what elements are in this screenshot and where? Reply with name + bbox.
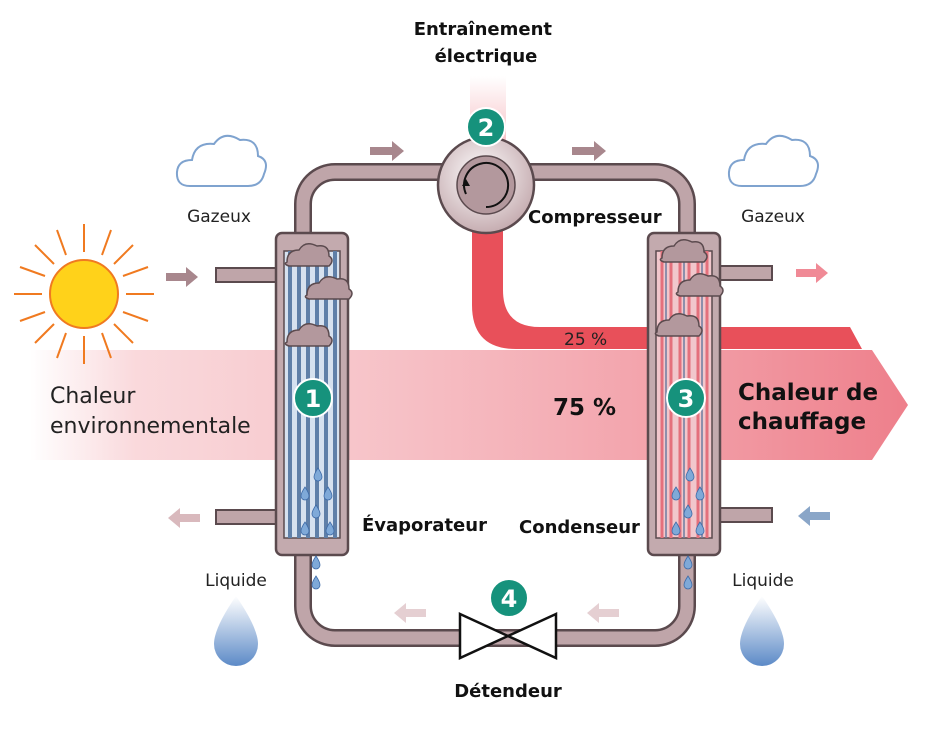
condensate-droplets xyxy=(300,467,705,590)
heating-heat-label: Chaleur de chauffage xyxy=(738,380,886,435)
evaporator-label: Évaporateur xyxy=(362,514,487,536)
liquid-right-label: Liquide xyxy=(732,571,794,591)
svg-text:2: 2 xyxy=(478,114,495,142)
step-badge-3: 3 xyxy=(666,378,706,418)
compressor-label: Compresseur xyxy=(528,207,662,228)
gaseous-left-label: Gazeux xyxy=(187,207,251,227)
percent-electric: 25 % xyxy=(564,330,607,350)
svg-text:4: 4 xyxy=(501,585,518,613)
step-badge-2: 2 xyxy=(466,107,506,147)
step-badge-1: 1 xyxy=(293,378,333,418)
sun-icon xyxy=(14,224,154,364)
flow-arrow-icons xyxy=(166,141,830,623)
compressor-unit xyxy=(436,135,536,235)
valve-icon xyxy=(458,612,558,660)
cloud-icon xyxy=(175,134,819,187)
liquid-left-label: Liquide xyxy=(205,571,267,591)
condenser-label: Condenseur xyxy=(519,517,640,538)
env-heat-label: Chaleur environnementale xyxy=(50,384,251,439)
expansion-valve-label: Détendeur xyxy=(454,681,562,702)
vapor-cloud-icons xyxy=(284,239,724,347)
svg-text:1: 1 xyxy=(305,385,322,413)
gaseous-right-label: Gazeux xyxy=(741,207,805,227)
drive-label: Entraînement électrique xyxy=(414,19,559,67)
step-badge-4: 4 xyxy=(489,578,529,618)
droplet-icon xyxy=(214,596,784,666)
svg-text:3: 3 xyxy=(678,385,695,413)
rotation-arrow-icon xyxy=(463,162,510,209)
electric-heat-band xyxy=(472,228,862,349)
percent-environment: 75 % xyxy=(553,395,616,421)
